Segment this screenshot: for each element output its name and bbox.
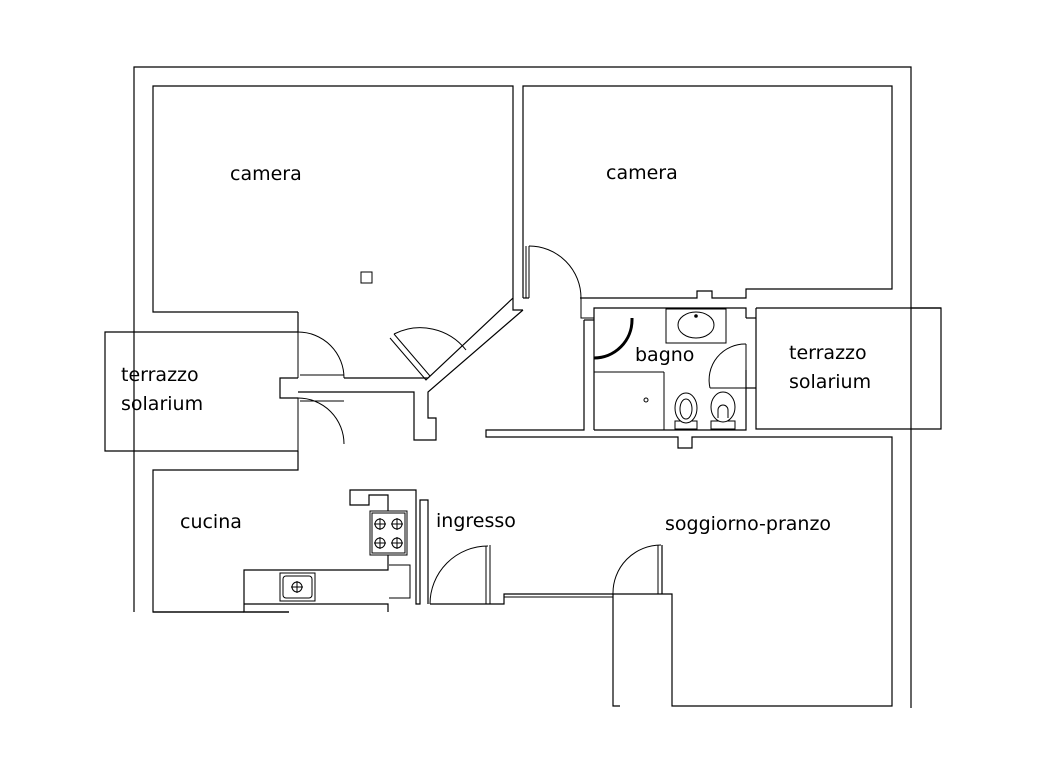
structural-column xyxy=(360,271,373,284)
label-camera-left: camera xyxy=(230,163,302,185)
stove xyxy=(369,510,408,556)
label-bagno: bagno xyxy=(635,344,694,366)
bidet xyxy=(674,392,698,430)
kitchen-fixtures xyxy=(279,510,408,602)
label-camera-right: camera xyxy=(606,162,678,184)
living-room-walls xyxy=(430,448,893,707)
kitchen-walls xyxy=(153,489,491,613)
label-ingresso: ingresso xyxy=(436,510,516,532)
washbasin xyxy=(665,308,727,344)
bathroom-fixtures xyxy=(643,308,736,430)
bathroom-walls xyxy=(485,307,893,449)
toilet xyxy=(710,391,736,430)
label-soggiorno-pranzo: soggiorno-pranzo xyxy=(665,513,831,535)
bedroom-right-walls xyxy=(522,85,893,299)
label-terrazzo-left: terrazzo solarium xyxy=(121,364,205,415)
kitchen-sink xyxy=(279,572,316,602)
bedroom-left-walls xyxy=(152,85,514,379)
label-terrazzo-right: terrazzo solarium xyxy=(789,342,873,393)
terrace-right xyxy=(746,307,942,430)
label-cucina: cucina xyxy=(180,511,242,533)
door-swings xyxy=(297,245,747,605)
corridor-walls xyxy=(298,298,524,441)
shower-tray xyxy=(643,397,649,403)
